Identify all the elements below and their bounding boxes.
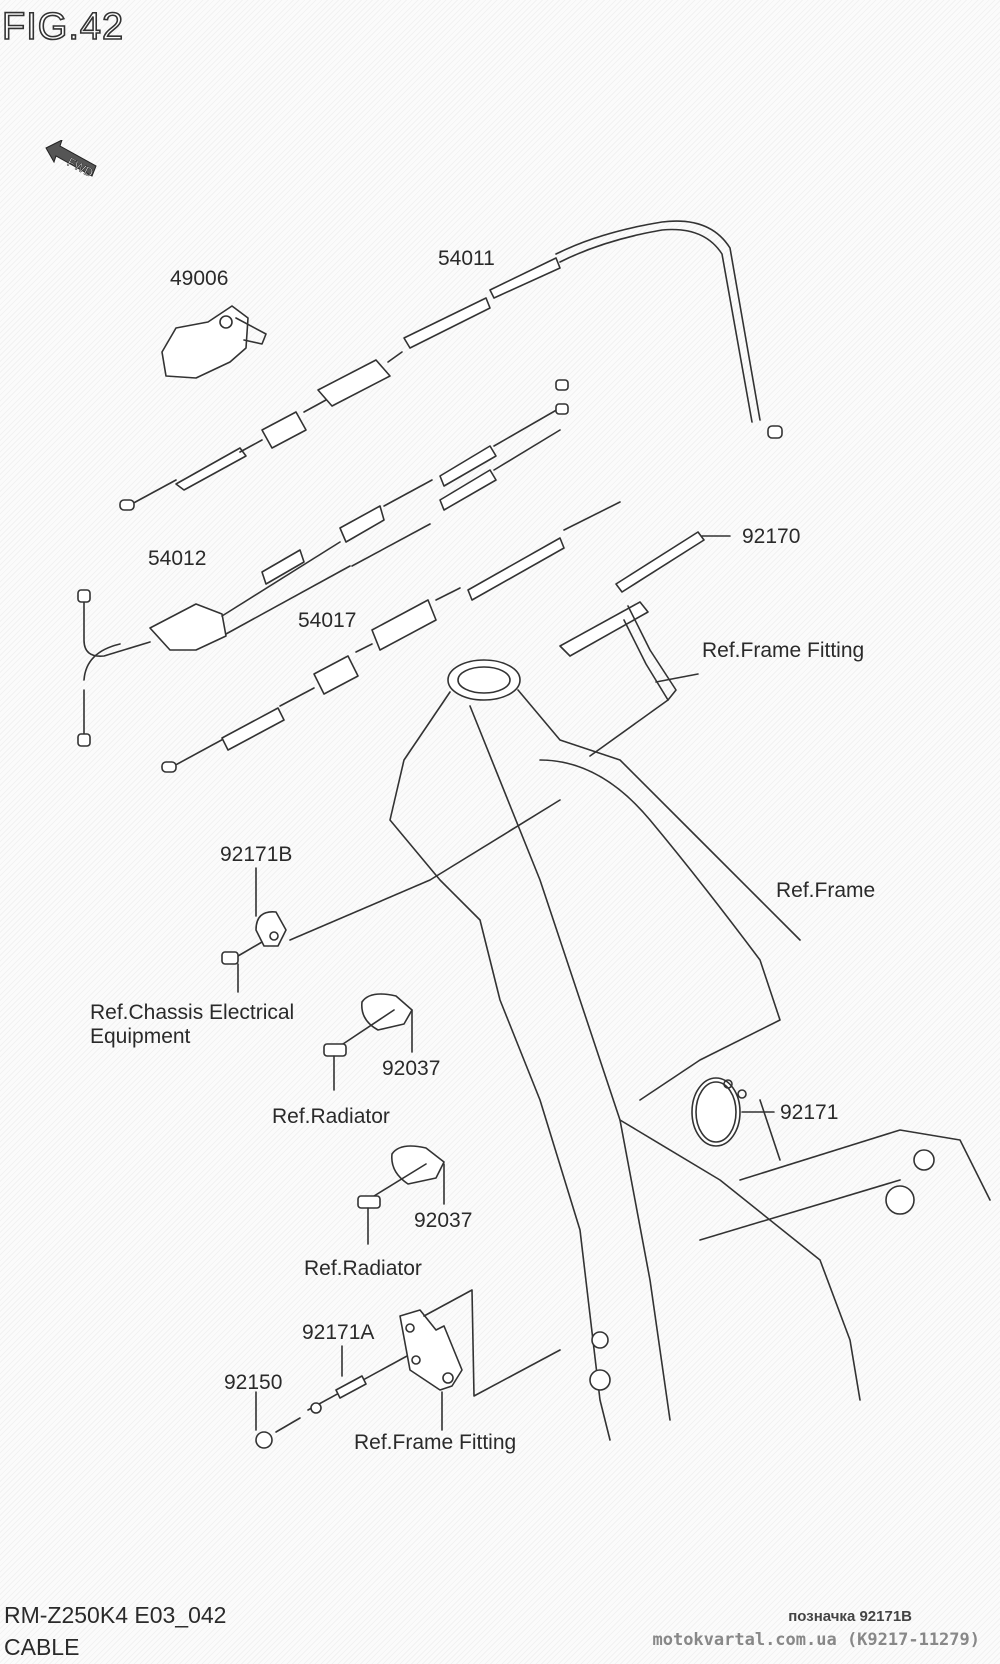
watermark-designation: позначка 92171B bbox=[788, 1608, 912, 1625]
part-label-92171B: 92171B bbox=[220, 843, 293, 866]
part-label-54011: 54011 bbox=[438, 247, 495, 270]
part-label-92037-a: 92037 bbox=[382, 1057, 441, 1080]
part-label-92171: 92171 bbox=[780, 1101, 839, 1124]
watermark-site: motokvartal.com.ua (K9217-11279) bbox=[652, 1630, 980, 1650]
frame-fitting-bottom bbox=[399, 1289, 561, 1431]
part-label-92171A: 92171A bbox=[302, 1321, 375, 1344]
ref-chassis-electrical-line1: Ref.Chassis Electrical bbox=[90, 1001, 295, 1024]
part-label-54017: 54017 bbox=[298, 609, 357, 632]
part-92171B-clamp bbox=[221, 867, 287, 993]
ref-frame: Ref.Frame bbox=[776, 879, 876, 902]
frame-fitting-top bbox=[559, 601, 699, 757]
model-code: RM-Z250K4 E03_042 bbox=[4, 1602, 227, 1628]
part-92150-screw bbox=[255, 1391, 301, 1449]
part-49006-boot bbox=[161, 305, 267, 379]
part-label-92150: 92150 bbox=[224, 1371, 283, 1394]
ref-chassis-electrical-line2: Equipment bbox=[90, 1025, 191, 1048]
part-54017-cable bbox=[161, 501, 621, 773]
figure-title: FIG.42 bbox=[1, 5, 125, 49]
fwd-arrow-icon: FWD bbox=[45, 140, 97, 180]
ref-radiator-1: Ref.Radiator bbox=[272, 1105, 390, 1128]
part-92171-band bbox=[691, 1077, 775, 1147]
part-label-54012: 54012 bbox=[148, 547, 207, 570]
part-92170-protector bbox=[615, 531, 731, 593]
part-92037-clamp-2 bbox=[357, 1145, 445, 1245]
part-92037-clamp-1 bbox=[323, 993, 413, 1091]
part-92171A-tie bbox=[307, 1345, 419, 1414]
frame-outline bbox=[289, 659, 991, 1441]
part-label-92170: 92170 bbox=[742, 525, 801, 548]
ref-frame-fitting-bottom: Ref.Frame Fitting bbox=[354, 1431, 517, 1454]
part-54011-cable bbox=[119, 220, 783, 511]
ref-frame-fitting-top: Ref.Frame Fitting bbox=[702, 639, 865, 662]
ref-radiator-2: Ref.Radiator bbox=[304, 1257, 422, 1280]
part-54012-cables bbox=[77, 379, 569, 747]
part-label-92037-b: 92037 bbox=[414, 1209, 473, 1232]
section-name: CABLE bbox=[4, 1634, 80, 1660]
part-label-49006: 49006 bbox=[170, 267, 229, 290]
